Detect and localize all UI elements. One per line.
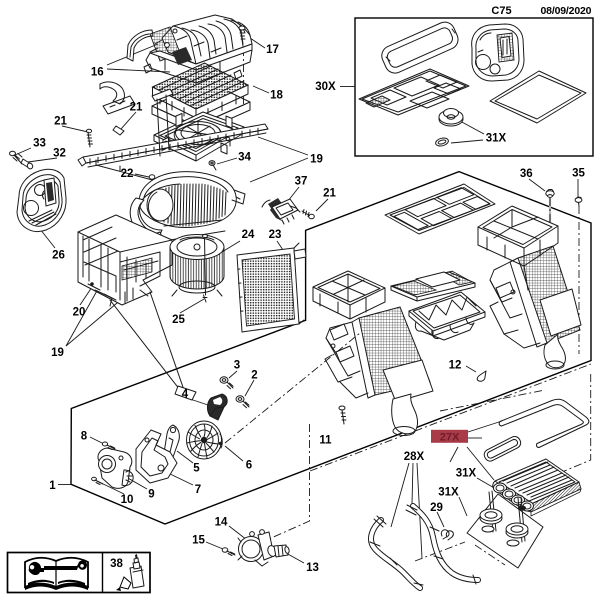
svg-text:29: 29 [430,502,443,514]
svg-text:35: 35 [572,168,585,180]
svg-text:21: 21 [130,102,143,114]
svg-text:16: 16 [91,67,104,79]
svg-text:21: 21 [54,116,67,128]
svg-text:6: 6 [246,460,252,472]
svg-text:15: 15 [192,535,205,547]
svg-text:2: 2 [251,370,257,382]
svg-text:31X: 31X [438,487,459,499]
svg-text:33: 33 [33,138,46,150]
svg-text:7: 7 [195,484,201,496]
svg-text:26: 26 [52,250,65,262]
svg-text:10: 10 [121,494,134,506]
svg-text:13: 13 [306,562,319,574]
svg-text:18: 18 [270,90,283,102]
svg-text:3: 3 [234,360,240,372]
svg-text:36: 36 [520,168,533,180]
svg-text:22: 22 [121,168,134,180]
svg-text:11: 11 [319,435,332,447]
svg-text:30X: 30X [315,81,336,93]
svg-text:C75: C75 [491,5,511,17]
svg-text:23: 23 [269,229,282,241]
svg-text:21: 21 [323,188,336,200]
svg-text:19: 19 [51,347,64,359]
svg-text:1: 1 [49,480,56,492]
svg-text:4: 4 [182,389,189,401]
svg-text:27X: 27X [440,432,460,444]
svg-text:32: 32 [53,148,66,160]
svg-text:08/09/2020: 08/09/2020 [541,5,592,17]
svg-text:14: 14 [215,517,228,529]
svg-text:34: 34 [238,152,251,164]
svg-text:25: 25 [172,314,185,326]
svg-text:12: 12 [449,360,462,372]
svg-text:28X: 28X [404,451,425,463]
svg-text:5: 5 [193,463,200,475]
svg-text:20: 20 [73,307,86,319]
svg-text:17: 17 [266,44,279,56]
svg-text:9: 9 [148,489,154,501]
svg-text:24: 24 [242,229,255,241]
svg-text:38: 38 [110,558,123,570]
svg-text:37: 37 [295,176,308,188]
svg-text:8: 8 [81,431,88,443]
svg-text:31X: 31X [486,133,507,145]
svg-text:19: 19 [310,154,323,166]
svg-text:31X: 31X [456,468,477,480]
